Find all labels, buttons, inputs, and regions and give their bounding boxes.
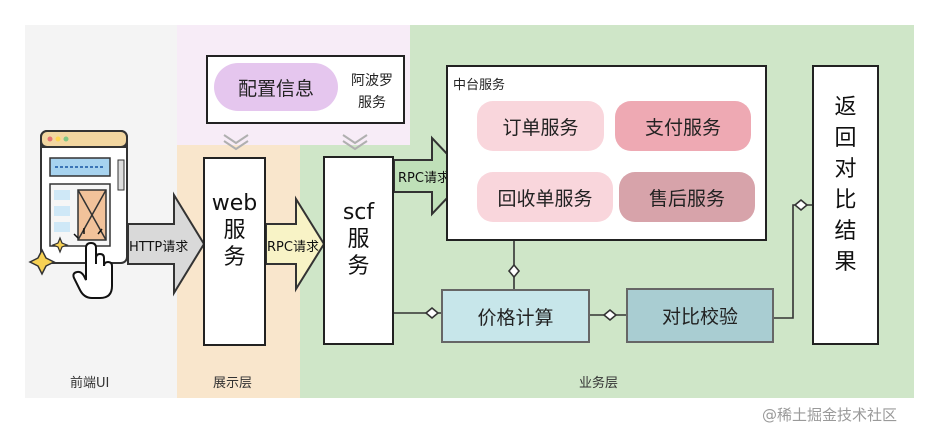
rpc-request-label-2: RPC请求: [398, 171, 450, 186]
scf-service-line2: 服: [347, 227, 370, 252]
apollo-line2: 服务: [358, 95, 386, 111]
rpc-request-label-1: RPC请求: [267, 240, 319, 255]
return-result-label: 返 回 对 比 结 果: [812, 92, 879, 278]
web-service-line3: 务: [223, 245, 246, 270]
config-info-pill: 配置信息: [214, 63, 338, 111]
compare-check-box: 对比校验: [626, 288, 774, 343]
scf-service-label: scf 服 务: [323, 199, 394, 280]
chevron-down-icon: [342, 134, 368, 151]
pointer-hand-icon: [72, 228, 113, 299]
apollo-line1: 阿波罗: [351, 73, 393, 89]
return-result-box: [812, 65, 879, 345]
connector-diamond: [793, 198, 809, 212]
order-service-pill: 订单服务: [477, 101, 604, 151]
web-service-line1: web: [211, 191, 258, 216]
return-result-char: 对: [834, 157, 857, 182]
watermark: @稀土掘金技术社区: [762, 406, 898, 424]
middle-platform-title: 中台服务: [453, 78, 506, 93]
scf-service-line3: 务: [347, 254, 370, 279]
payment-service-pill: 支付服务: [615, 101, 751, 151]
connector-diamond: [507, 263, 521, 279]
web-service-line2: 服: [223, 218, 246, 243]
after-sale-service-pill: 售后服务: [619, 172, 755, 222]
recycle-order-service-pill: 回收单服务: [477, 172, 613, 222]
http-arrow: [127, 191, 206, 297]
http-request-label: HTTP请求: [129, 240, 189, 255]
return-result-char: 果: [834, 250, 857, 275]
apollo-service-label: 阿波罗 服务: [344, 70, 400, 114]
scf-service-box: [323, 156, 394, 345]
browser-window-icon: [40, 130, 128, 264]
price-calculation-box: 价格计算: [441, 289, 590, 343]
business-layer-label: 业务层: [579, 376, 619, 391]
connector-diamond: [602, 308, 618, 322]
return-result-char: 结: [834, 219, 857, 244]
return-result-char: 比: [834, 188, 857, 213]
return-result-char: 回: [834, 126, 857, 151]
web-service-box: [203, 157, 266, 346]
sparkle-icon: [28, 248, 56, 276]
scf-service-line1: scf: [342, 200, 375, 225]
frontend-label: 前端UI: [70, 376, 110, 391]
web-service-label: web 服 务: [203, 190, 266, 271]
connector-diamond: [424, 306, 440, 320]
display-layer-label: 展示层: [213, 376, 253, 391]
return-result-char: 返: [834, 95, 857, 120]
rpc-arrow-1: [265, 195, 326, 293]
sparkle-icon: [51, 236, 69, 254]
chevron-down-icon: [223, 134, 249, 151]
